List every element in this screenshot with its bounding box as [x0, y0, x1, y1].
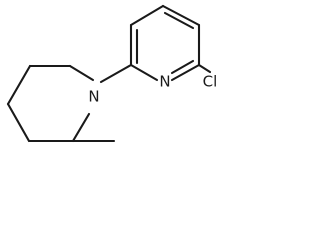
bond-py-c4-c5-double: [163, 11, 195, 30]
bond-py-c6-n: [170, 63, 201, 82]
pyridine-ring: [129, 4, 201, 82]
bond-n-pyridine: [99, 63, 133, 84]
bond-py-c6-n-double: [170, 59, 195, 75]
bond-py-n-c2: [129, 63, 159, 82]
piperidine-ring: [6, 64, 95, 143]
chlorine-label: Cl: [203, 73, 218, 91]
molecule-structure: N N Cl: [6, 4, 218, 143]
bond-py-c4-c5: [161, 4, 201, 27]
pyridine-nitrogen-label: N: [159, 73, 170, 91]
piperidine-nitrogen-label: N: [88, 88, 99, 106]
bond-c3-c4: [6, 64, 32, 106]
bond-c6-n: [71, 112, 91, 143]
bond-c6-cl: [197, 63, 212, 74]
bond-py-c3-c4: [129, 4, 165, 27]
bond-c4-c5: [6, 102, 31, 143]
bond-n-c2: [68, 64, 95, 82]
